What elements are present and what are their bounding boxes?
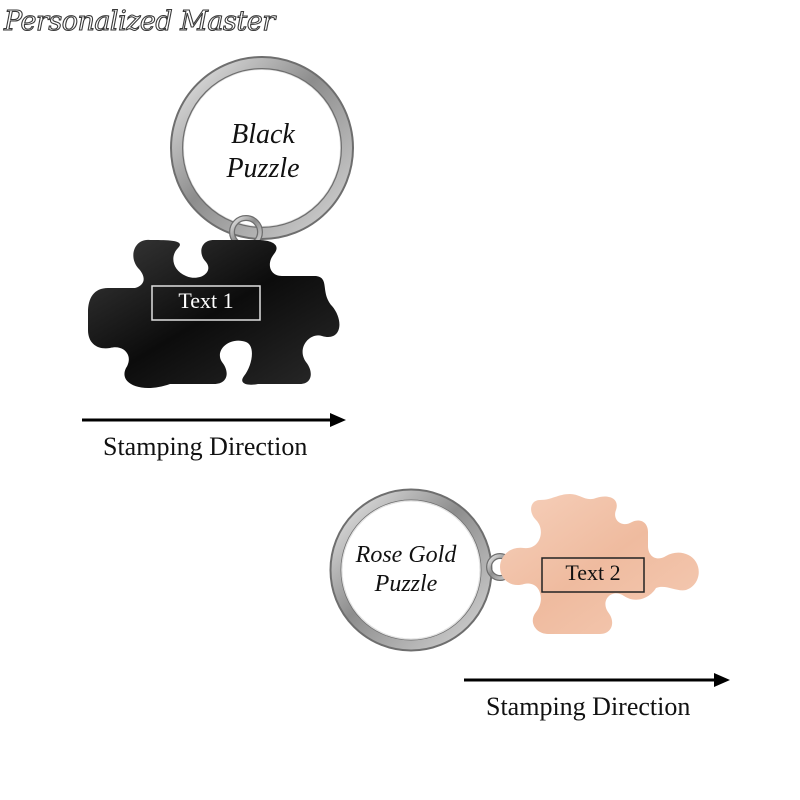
black-engraving-text: Text 1 — [178, 288, 234, 313]
rose-gold-puzzle-label-line1: Rose Gold — [355, 542, 457, 568]
black-puzzle-label-line1: Black — [231, 119, 295, 150]
brand-watermark: Personalized Master — [3, 5, 275, 37]
black-puzzle-piece — [88, 239, 340, 389]
rose-gold-puzzle-label: Rose Gold Puzzle — [346, 541, 466, 599]
rose-engraving-box — [541, 557, 645, 593]
rose-gold-puzzle-label-line2: Puzzle — [374, 570, 438, 597]
black-puzzle-label-line2: Puzzle — [226, 152, 300, 184]
black-engraving-box — [151, 285, 261, 321]
rose-gold-puzzle-piece — [500, 494, 699, 634]
stamping-direction-label-1: Stamping Direction — [103, 432, 308, 461]
rose-gold-engraving-text: Text 2 — [565, 560, 621, 585]
arrow-2 — [464, 673, 730, 687]
stamping-direction-label-2: Stamping Direction — [486, 692, 691, 721]
arrow-1 — [82, 413, 346, 427]
black-puzzle-label: Black Puzzle — [198, 118, 328, 185]
rose-key-ring — [329, 488, 493, 652]
